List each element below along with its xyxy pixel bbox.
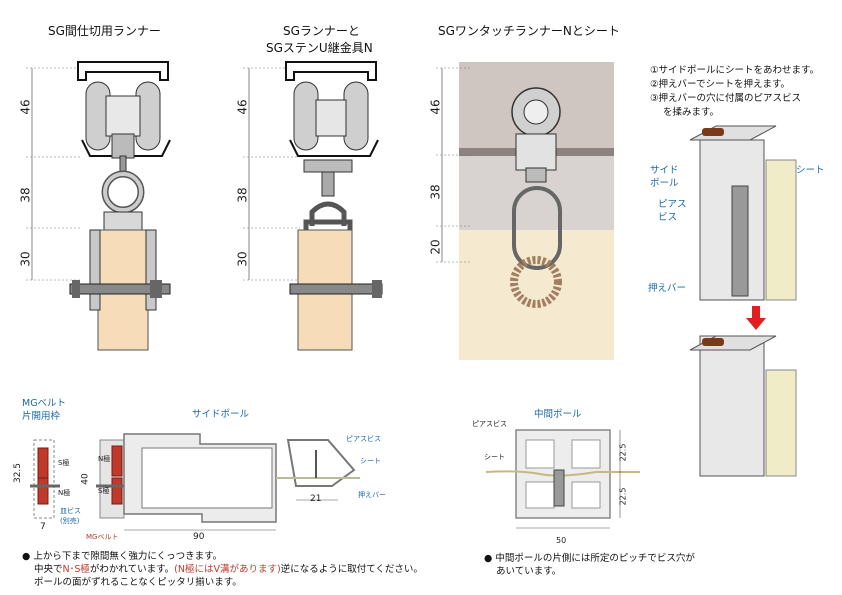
label-mg-belt-b: 片開用枠 <box>22 411 61 422</box>
step-2: ②押えバーでシートを押えます。 <box>650 79 790 90</box>
note-right-line2: あいています。 <box>496 566 562 577</box>
label-n-pole: N極 <box>58 489 71 497</box>
label-sheet-small: シート <box>360 457 381 465</box>
dim-46-c: 46 <box>428 99 443 115</box>
label-center-pole: 中間ポール <box>534 409 582 420</box>
note-left-line2-b: N･S極 <box>62 564 90 575</box>
dim-32-5: 32.5 <box>13 462 24 484</box>
label-s-pole-2: S極 <box>98 487 110 495</box>
dim-38-a: 38 <box>18 187 33 203</box>
dim-30-b: 30 <box>235 251 250 267</box>
label-side-pole-b: ポール <box>650 178 679 189</box>
label-press-bar-small: 押えバー <box>358 491 386 499</box>
figure-sg-runner <box>26 61 171 351</box>
figure-onetouch-runner <box>436 62 614 360</box>
dim-21: 21 <box>310 494 322 504</box>
step-1: ①サイドポールにシートをあわせます。 <box>650 65 820 76</box>
figure-side-pole <box>123 433 360 531</box>
dim-90: 90 <box>193 532 205 542</box>
label-center-sheet: シート <box>484 453 505 461</box>
note-left-line2-e: 逆になるように取付てください。 <box>280 564 423 575</box>
label-mg-belt-small: MGベルト <box>86 533 119 541</box>
step-3b: を揉みます。 <box>663 107 720 118</box>
note-left-line1-text: 上から下まで隙間無く強力にくっつきます。 <box>33 551 223 562</box>
dim-50: 50 <box>556 536 567 545</box>
title-sg-runner: SG間仕切用ランナー <box>48 24 161 38</box>
dim-38-c: 38 <box>428 184 443 200</box>
note-left-line2-c: がわかれています。 <box>89 564 175 575</box>
label-center-pierce: ピアスビス <box>472 420 507 428</box>
label-flat-screw-a: 皿ビス <box>60 507 81 515</box>
dim-38-b: 38 <box>235 187 250 203</box>
note-right-line1-text: 中間ポールの片側には所定のピッチでビス穴が <box>495 553 695 564</box>
dim-22-5-a: 22.5 <box>618 443 628 462</box>
dim-7: 7 <box>40 522 46 532</box>
figure-mg-belt <box>30 439 140 519</box>
label-sheet: シート <box>796 165 825 176</box>
dim-46-a: 46 <box>18 99 33 115</box>
label-side-pole-section: サイドポール <box>192 409 250 420</box>
note-left-line2-d: (N極にはV溝があります) <box>174 564 281 575</box>
title-onetouch-runner: SGワンタッチランナーNとシート <box>438 24 620 38</box>
title-sg-runner-u-line2: SGステンU継金具N <box>266 41 373 55</box>
figure-sg-runner-u <box>243 61 383 351</box>
label-pierce-screw: ピアスビス <box>346 435 381 443</box>
label-pierce-a: ピアス <box>658 199 687 210</box>
label-side-pole-a: サイド <box>650 165 679 176</box>
note-left-line1: ● 上から下まで隙間無く強力にくっつきます。 <box>22 551 223 562</box>
dim-22-5-b: 22.5 <box>618 487 628 506</box>
label-s-pole: S極 <box>58 459 70 467</box>
label-press-bar: 押えバー <box>648 283 687 294</box>
label-n-pole-2: N極 <box>98 455 111 463</box>
label-mg-belt-a: MGベルト <box>22 398 67 409</box>
dim-20-c: 20 <box>428 239 443 255</box>
note-left-line3: ポールの面がずれることなくピッタリ揃います。 <box>34 577 242 588</box>
label-pierce-b: ビス <box>658 212 678 223</box>
step-3a: ③押えバーの穴に付属のピアスビス <box>650 93 802 104</box>
label-flat-screw-b: (別売) <box>60 517 80 525</box>
note-right-line1: ● 中間ポールの片側には所定のピッチでビス穴が <box>484 553 695 564</box>
title-sg-runner-u-line1: SGランナーと <box>283 24 360 38</box>
dim-46-b: 46 <box>235 99 250 115</box>
note-left-line2-a: 中央で <box>34 564 63 575</box>
dim-30-a: 30 <box>18 251 33 267</box>
note-left-line2: 中央でN･S極がわかれています。(N極にはV溝があります)逆になるように取付てく… <box>34 563 423 576</box>
figure-center-pole <box>485 429 640 529</box>
figure-sheet-install <box>689 125 797 477</box>
dim-40: 40 <box>80 473 91 485</box>
